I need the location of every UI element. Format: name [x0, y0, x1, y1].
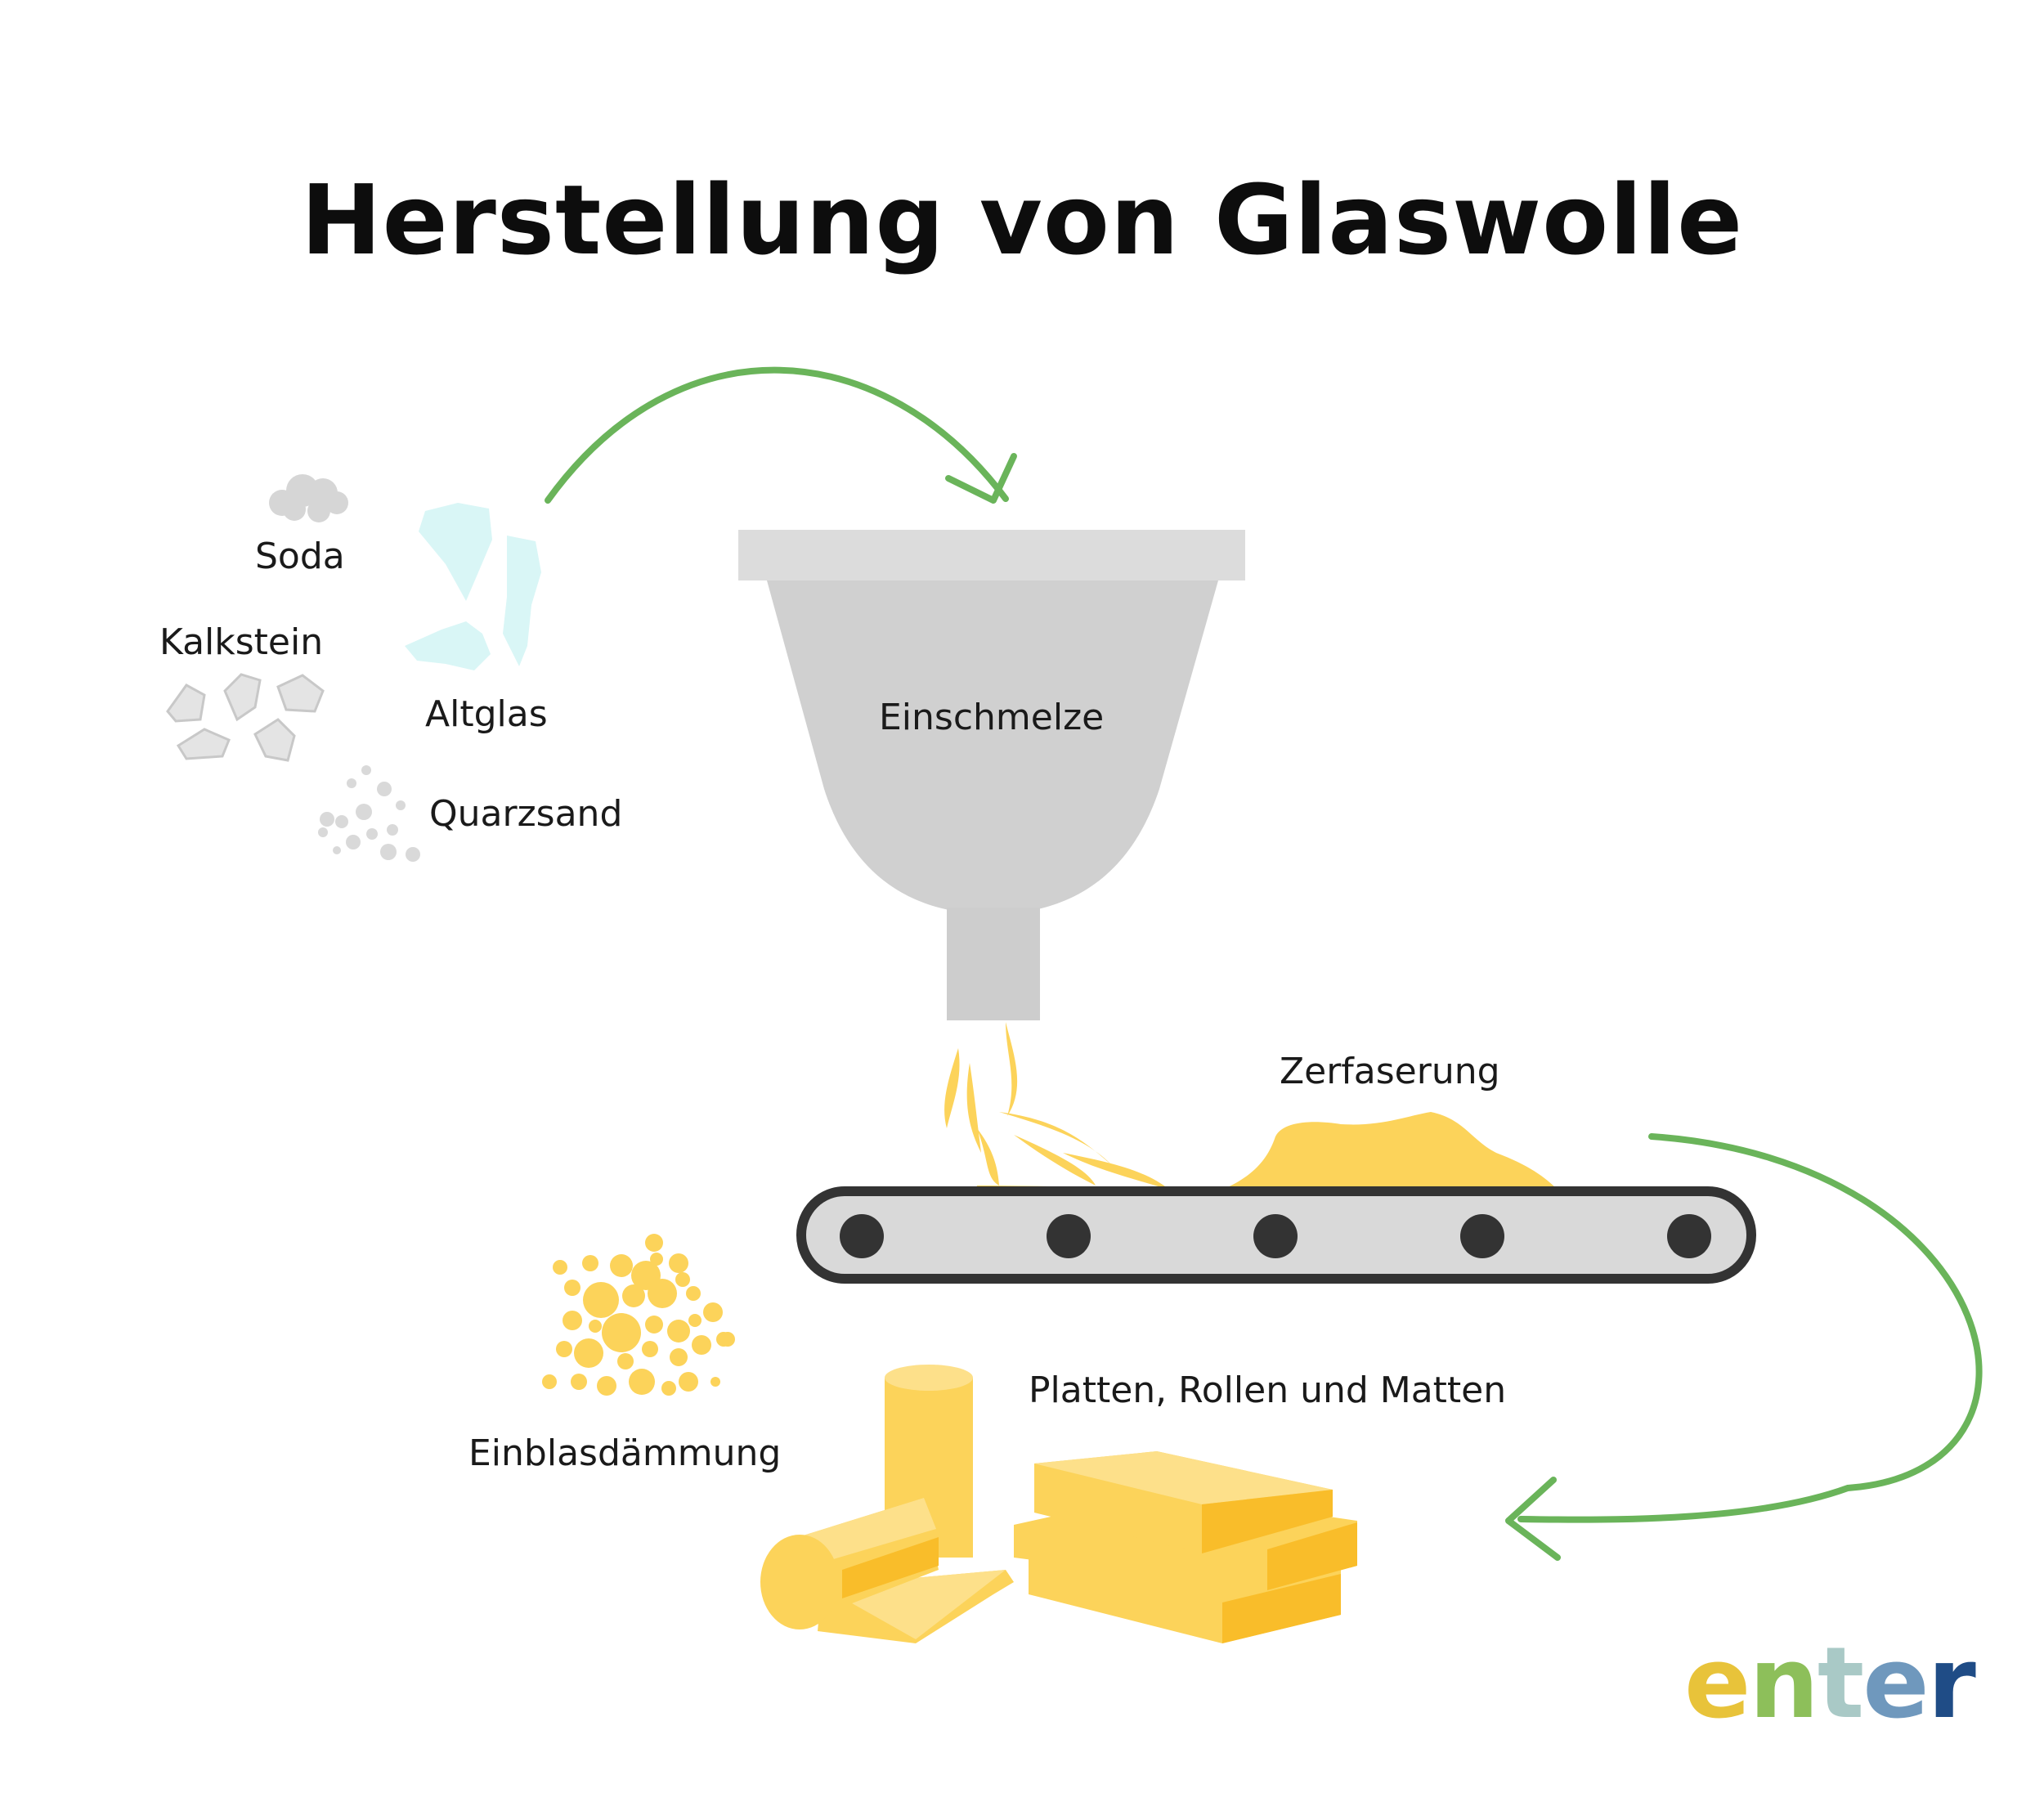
wool-pile	[1222, 1112, 1558, 1190]
label-zerfaserung: Zerfaserung	[1280, 1051, 1500, 1092]
melting-funnel-icon	[738, 530, 1245, 1020]
page-title: Herstellung von Glaswolle	[300, 164, 1744, 276]
label-einschmelze: Einschmelze	[879, 697, 1105, 738]
logo-letter: n	[1749, 1627, 1818, 1741]
old-glass-shards-icon	[405, 503, 541, 670]
logo-letter: e	[1684, 1627, 1750, 1741]
label-altglas: Altglas	[425, 693, 548, 735]
enter-logo: enter	[1684, 1627, 1976, 1741]
logo-letter: t	[1817, 1627, 1864, 1741]
logo-letter: e	[1862, 1627, 1929, 1741]
loose-fill-granules-icon	[542, 1234, 735, 1396]
insulation-roll-icon	[760, 1365, 1014, 1643]
soda-cloud-icon	[269, 474, 348, 522]
logo-letter: r	[1927, 1627, 1976, 1741]
process-arrow-icon	[545, 366, 1017, 504]
fiber-stream-icon	[944, 1022, 1169, 1198]
quartz-sand-dots-icon	[318, 765, 420, 862]
label-produkte: Platten, Rollen und Matten	[1029, 1369, 1507, 1411]
label-soda: Soda	[255, 536, 345, 577]
label-quarzsand: Quarzsand	[429, 793, 623, 835]
label-kalkstein: Kalkstein	[159, 621, 324, 663]
conveyor-belt-icon	[796, 1186, 1756, 1284]
limestone-rocks-icon	[166, 673, 325, 762]
process-arrow-icon	[1505, 1133, 1983, 1561]
label-einblasdaemmung: Einblasdämmung	[468, 1432, 782, 1474]
insulation-boards-icon	[1014, 1451, 1357, 1643]
